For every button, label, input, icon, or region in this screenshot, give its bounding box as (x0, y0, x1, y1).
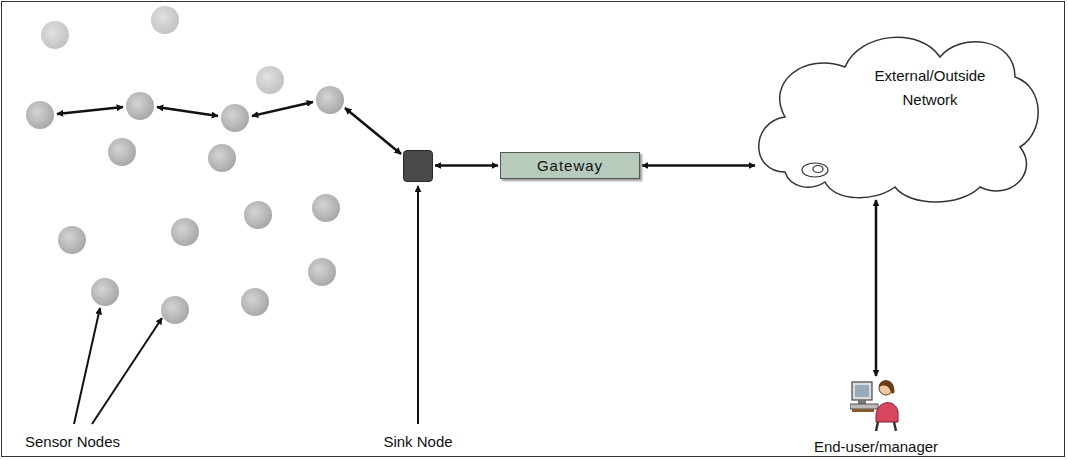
gateway-box: Gateway (500, 152, 640, 179)
link-arrow (642, 164, 755, 167)
end-user: End-user/manager (850, 376, 902, 432)
cloud-outline (745, 22, 1045, 204)
node-caption: End-user/manager (814, 438, 938, 455)
sensor-nodes (26, 6, 344, 324)
box-label: Gateway (537, 157, 603, 174)
network-cloud: External/Outside Network (745, 22, 1045, 204)
callout-label: Sensor Nodes (25, 433, 120, 450)
user-icon (850, 376, 902, 432)
link-arrow (435, 164, 498, 167)
sink-node: Sink Node (403, 150, 433, 182)
leader-arrows (74, 186, 418, 424)
cloud-label: External/Outside Network (845, 64, 1015, 112)
link-arrow (875, 200, 878, 376)
hop-arrows (57, 102, 401, 154)
node-caption: Sink Node (383, 433, 452, 450)
